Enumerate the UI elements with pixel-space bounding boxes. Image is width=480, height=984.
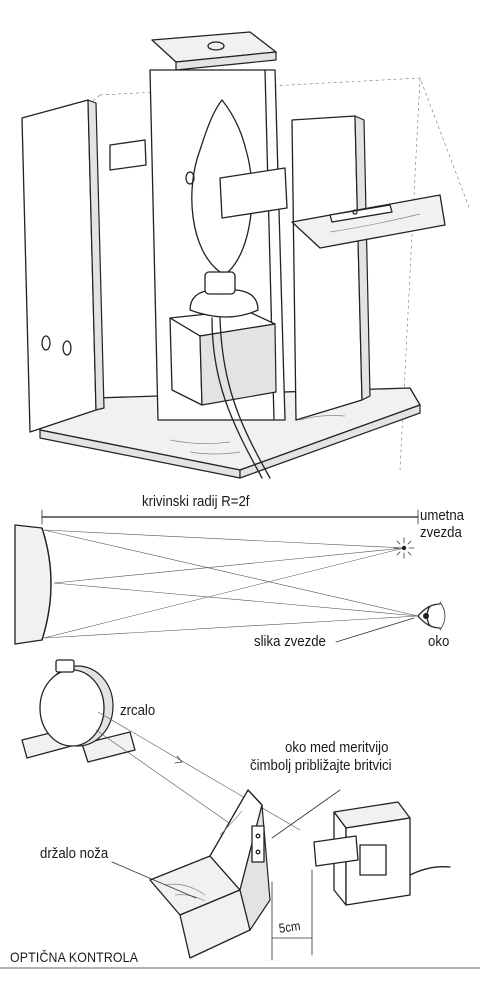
lamp-box-front (345, 817, 411, 906)
left-panel-edge (87, 99, 105, 411)
left-panel-front (21, 99, 97, 433)
distance-label: 5cm (277, 918, 302, 936)
pedestal-front (199, 323, 277, 406)
radius-label: krivinski radij R=2f (142, 493, 250, 510)
right-panel-front (291, 115, 363, 421)
ray-top-reflected (43, 529, 419, 617)
eye-label: oko (428, 633, 450, 650)
mirror-stand-foot-right (81, 731, 136, 763)
blade-screw (352, 209, 358, 215)
lamp-socket-base (189, 289, 259, 318)
razor-blade-clip (251, 825, 265, 863)
eye-icon (417, 601, 446, 631)
foucault-setup (21, 659, 451, 961)
eye-note-line1: oko med meritvijo (285, 739, 389, 756)
ray-center-incident (53, 547, 405, 584)
mirror-surface-curve (41, 527, 52, 641)
top-plate-edge (175, 51, 277, 71)
artificial-star-icon (393, 537, 415, 559)
panel-hole-right (62, 340, 72, 356)
knife-holder-leader (111, 861, 197, 899)
razor-blade (329, 204, 393, 223)
eye-note-leader (271, 789, 341, 839)
base-wood-grain (169, 415, 346, 455)
artificial-star-label-line2: zvezda (420, 524, 462, 541)
lamp-box-cable (409, 866, 451, 876)
bulb-side-knob (185, 171, 195, 185)
ray-center-reflected (53, 582, 419, 617)
eye-note-line2: čimbolj približajte britvici (250, 757, 392, 774)
lamp-box-window (359, 844, 387, 876)
lamp-socket (204, 271, 236, 295)
figure-caption: OPTIČNA KONTROLA (10, 949, 139, 965)
knife-holder-label: držalo noža (40, 845, 109, 862)
mirror-disc-face (39, 669, 105, 747)
ray-diagram (14, 509, 446, 645)
arm-grain (329, 213, 421, 233)
artificial-star-label-line1: umetna (420, 507, 465, 524)
panel-hole-left (41, 335, 51, 351)
lamp-cable-2 (219, 317, 271, 479)
ray-bottom-incident (43, 547, 405, 639)
beam-arrow (174, 755, 183, 764)
lamp-box-drawing (21, 31, 471, 479)
mirror-label: zrcalo (120, 702, 156, 719)
lamp-cable-1 (211, 317, 263, 479)
knife-arm (291, 194, 446, 249)
front-screen-card (219, 167, 288, 219)
top-plate-hole (207, 41, 225, 51)
left-window-card (109, 139, 147, 171)
mirror-top-clip (55, 659, 75, 673)
clip-screw-top (255, 833, 261, 839)
right-panel-edge (354, 115, 371, 401)
base-board-side-edge (239, 404, 421, 479)
ray-top-incident (43, 529, 405, 549)
beam-to-tester-1 (97, 711, 301, 831)
lamp-box-slit-tube (313, 835, 359, 867)
ray-bottom-reflected (43, 615, 419, 639)
star-image-label: slika zvezde (254, 633, 326, 650)
star-image-leader (335, 617, 415, 643)
clip-screw-bottom (255, 849, 261, 855)
